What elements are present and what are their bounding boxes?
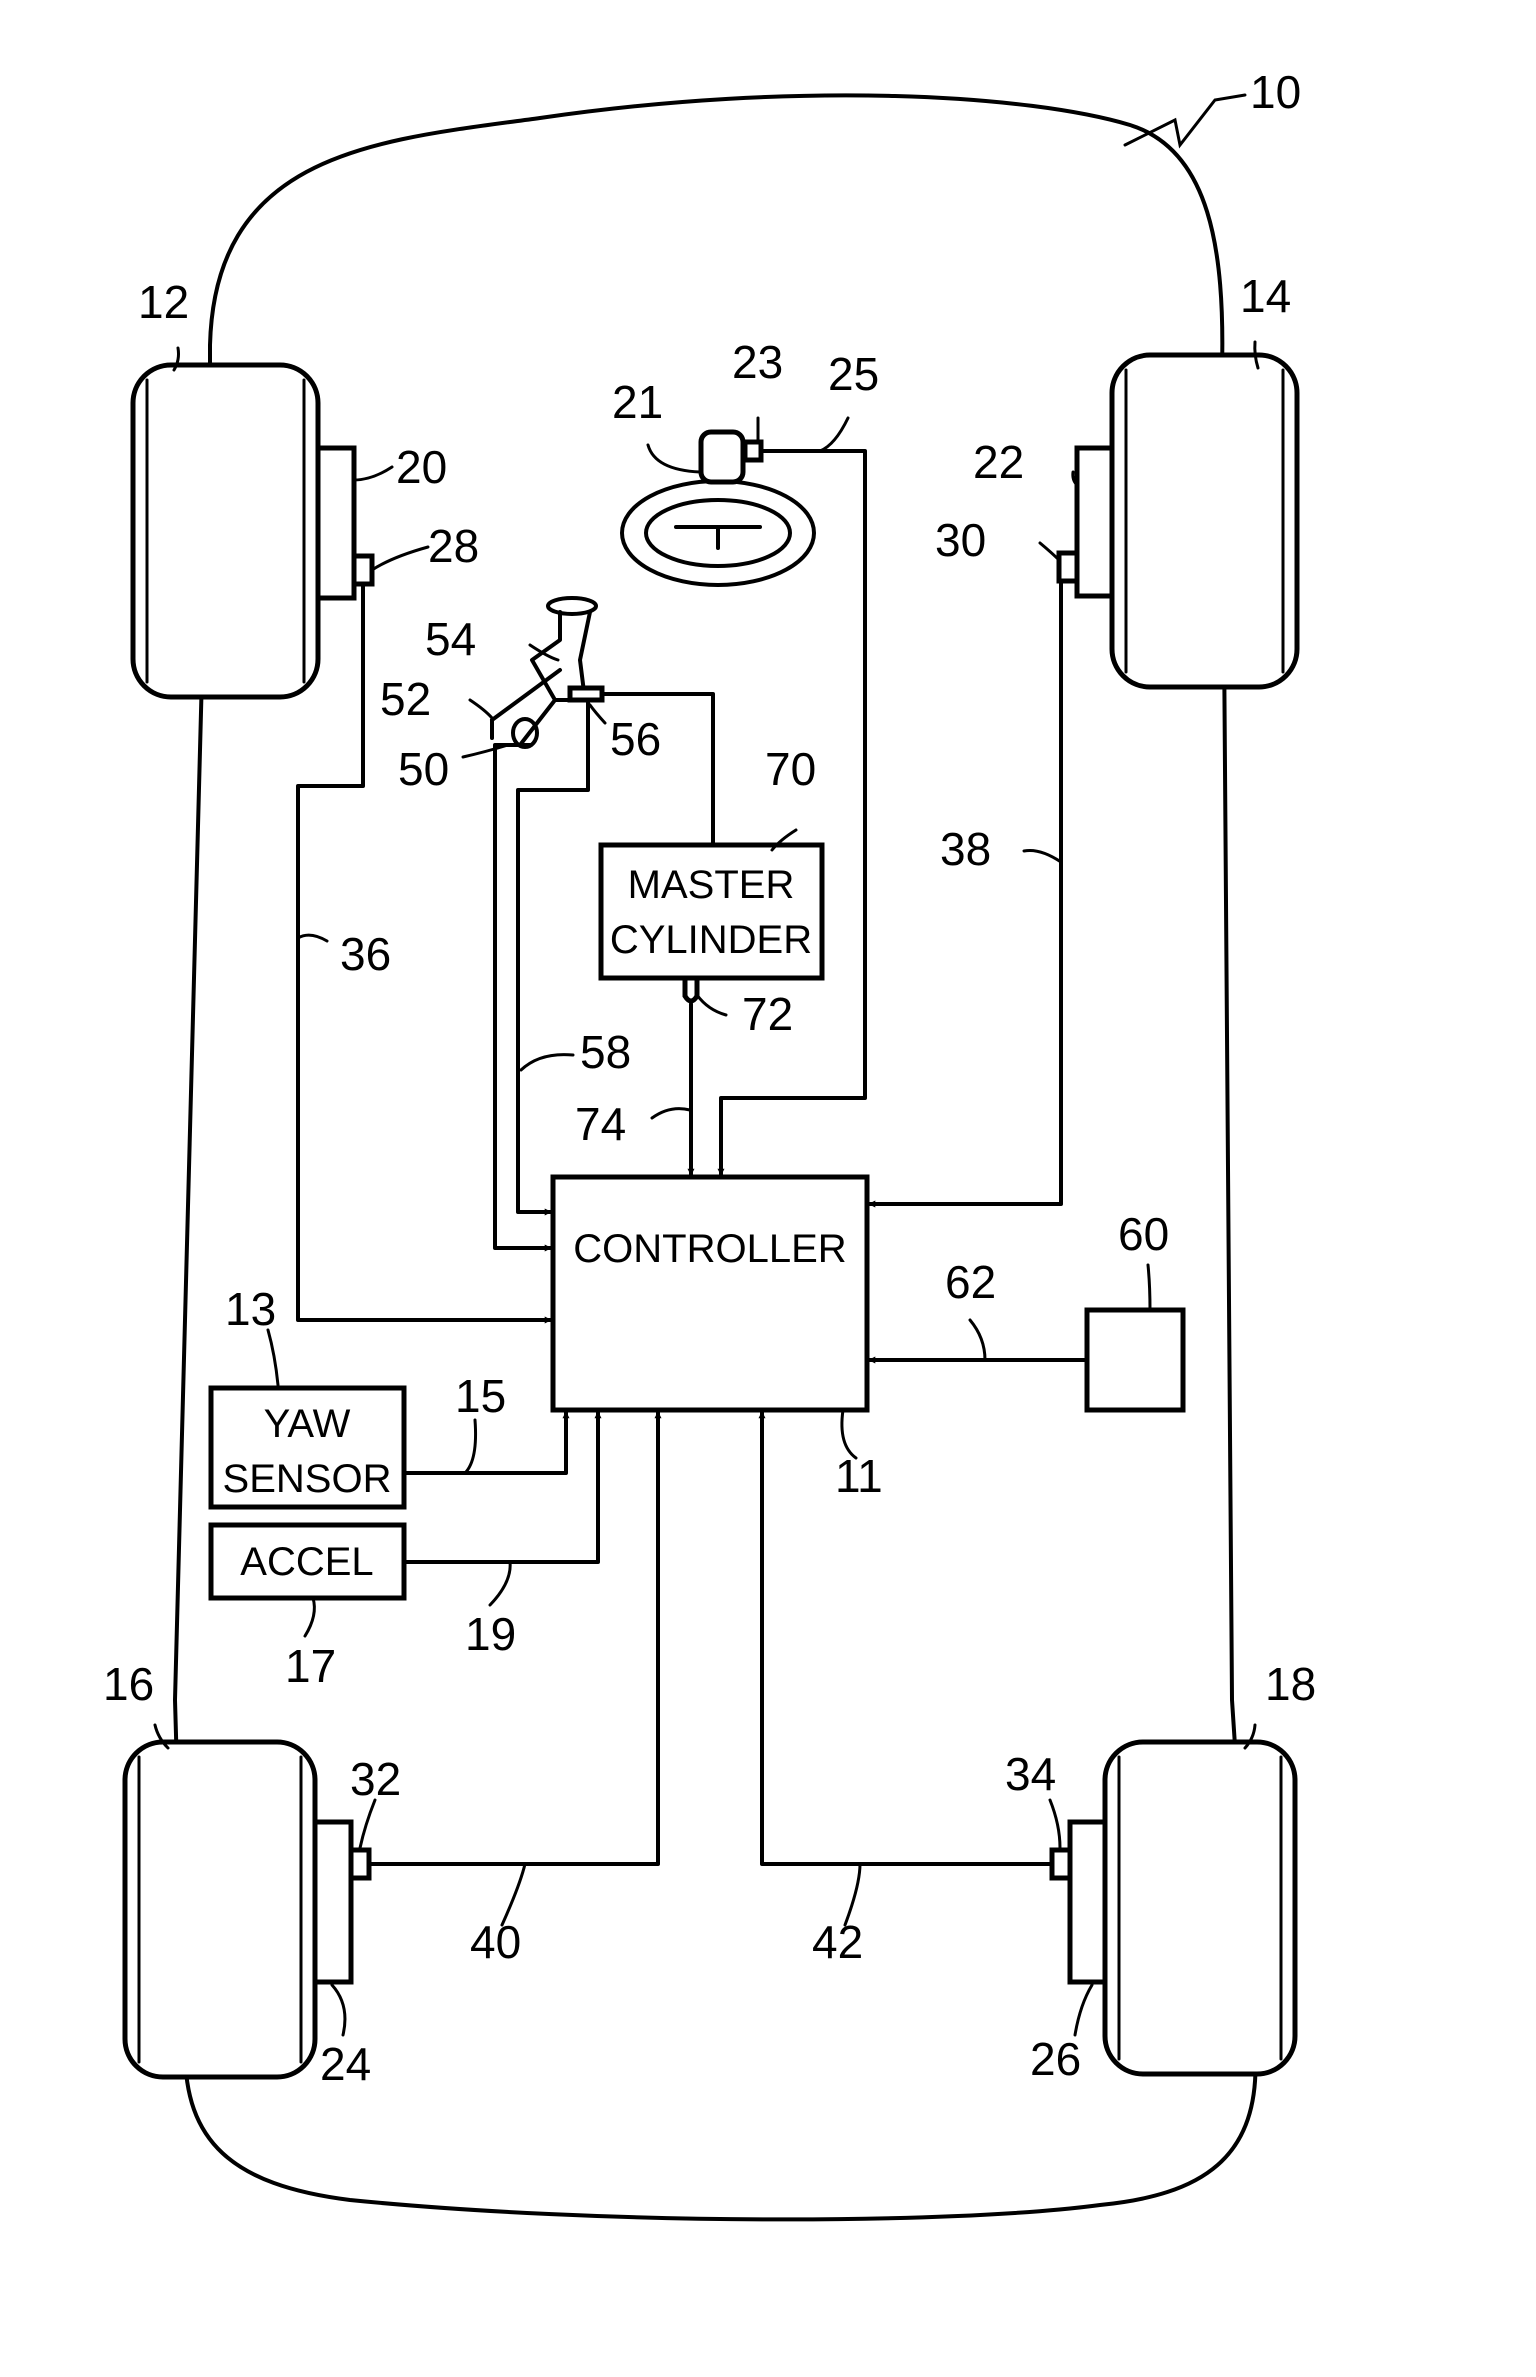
brake-hub-front-left [318,448,354,598]
ref-14: 14 [1240,270,1291,322]
ref-17: 17 [285,1640,336,1692]
pressure-sensor-72 [685,978,697,1001]
ref-20: 20 [396,441,447,493]
ref-16: 16 [103,1658,154,1710]
speed-sensor-rear-left [351,1850,369,1878]
tire-rear-left [125,1742,315,2077]
ref-58: 58 [580,1026,631,1078]
signal-line-25 [721,451,865,1175]
master-cylinder-label-line1: MASTER [628,863,795,907]
yaw-sensor-label-line2: SENSOR [223,1457,392,1501]
ref-54: 54 [425,613,476,665]
ref-26: 26 [1030,2033,1081,2085]
ref-62: 62 [945,1256,996,1308]
ref-52: 52 [380,673,431,725]
ref-13: 13 [225,1283,276,1335]
brake-pedal-assembly [492,598,602,747]
device-60-box [1087,1310,1183,1410]
ref-15: 15 [455,1370,506,1422]
leader-lines [155,95,1258,2035]
ref-30: 30 [935,514,986,566]
yaw-sensor-label-line1: YAW [264,1402,351,1446]
signal-line-19 [404,1412,598,1562]
ref-21: 21 [612,376,663,428]
ref-32: 32 [350,1753,401,1805]
speed-sensor-front-left [354,556,372,584]
ref-19: 19 [465,1608,516,1660]
ref-38: 38 [940,823,991,875]
ref-18: 18 [1265,1658,1316,1710]
controller-box [553,1177,867,1410]
ref-34: 34 [1005,1748,1056,1800]
accel-label: ACCEL [240,1540,373,1584]
ref-72: 72 [742,988,793,1040]
ref-36: 36 [340,928,391,980]
ref-10: 10 [1250,66,1301,118]
ref-40: 40 [470,1916,521,1968]
ref-24: 24 [320,2038,371,2090]
ref-28: 28 [428,520,479,572]
steering-wheel [622,432,814,585]
tire-front-left [133,365,318,697]
tire-rear-right [1105,1742,1295,2074]
ref-74: 74 [575,1098,626,1150]
ref-23: 23 [732,336,783,388]
steering-angle-sensor [745,442,761,460]
ref-60: 60 [1118,1208,1169,1260]
master-cylinder-label-line2: CYLINDER [610,918,812,962]
ref-70: 70 [765,743,816,795]
brake-hub-front-right [1077,448,1112,596]
signal-line-pedal-secondary [495,745,551,1248]
ref-42: 42 [812,1916,863,1968]
ref-56: 56 [610,713,661,765]
brake-hub-rear-right [1070,1822,1105,1982]
controller-label: CONTROLLER [573,1227,846,1271]
signal-line-38 [869,581,1061,1204]
speed-sensor-front-right [1059,553,1077,581]
speed-sensor-rear-right [1052,1850,1070,1878]
ref-11: 11 [835,1450,883,1502]
ref-22: 22 [973,436,1024,488]
tire-front-right [1112,355,1297,687]
brake-hub-rear-left [315,1822,351,1982]
ref-25: 25 [828,348,879,400]
ref-50: 50 [398,743,449,795]
ref-12: 12 [138,276,189,328]
